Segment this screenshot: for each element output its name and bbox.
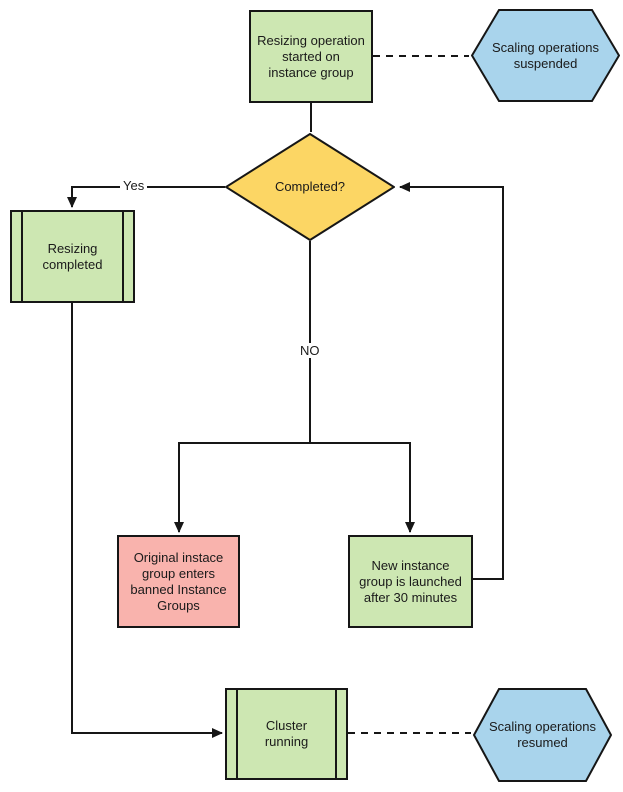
label-line: Scaling operations [492,39,599,55]
node-scaling-suspended-label: Scaling operations suspended [492,40,599,72]
label-line: suspended [513,55,578,71]
label-line: Completed? [274,179,346,194]
node-new-instance-group: New instance group is launched after 30 … [348,535,473,628]
node-completed-decision: Completed? [225,133,395,241]
label-line: Original instace [133,549,224,565]
predefined-bar-right [335,690,337,778]
label-line: group enters [141,565,215,581]
diamond-shape [225,133,395,241]
node-cluster-running-label: Cluster running [265,718,308,750]
edge-label-yes: Yes [120,178,148,193]
node-resizing-completed-label: Resizing completed [43,241,103,273]
edge-no-to-new-instance [310,442,415,533]
node-resizing-started-label: Resizing operation started on instance g… [257,33,365,81]
predefined-bar-right [122,212,124,301]
edge-new-instance-loop-to-completed [399,182,504,580]
node-banned-instance-groups: Original instace group enters banned Ins… [117,535,240,628]
edge-no-to-banned [174,442,310,533]
label-line: completed [42,256,103,272]
label-line: New instance [371,557,450,573]
edge-yes-to-resizing-completed [67,186,225,208]
label-line: running [264,734,309,749]
hexagon-shape [471,9,620,102]
node-cluster-running: Cluster running [225,688,348,780]
label-line: after 30 minutes [363,589,458,605]
predefined-bar-left [21,212,23,301]
node-scaling-resumed-label: Scaling operations resumed [489,719,596,751]
label-line: instance group [268,64,354,80]
hexagon-shape [473,688,612,782]
node-resizing-started: Resizing operation started on instance g… [249,10,373,103]
label-line: Cluster [265,718,308,733]
label-line: banned Instance [130,581,227,597]
predefined-bar-left [236,690,238,778]
label-line: resumed [517,735,568,750]
label-line: Resizing [47,240,98,256]
label-line: Scaling operations [489,719,596,734]
node-scaling-resumed: Scaling operations resumed [473,688,612,782]
edge-label-no: NO [297,343,323,358]
label-line: started on [282,48,340,64]
label-line: group is launched [359,573,462,589]
label-line: Resizing operation [257,32,365,48]
node-completed-decision-label: Completed? [275,179,345,195]
node-scaling-suspended: Scaling operations suspended [471,9,620,102]
node-new-instance-group-label: New instance group is launched after 30 … [359,558,462,606]
edge-resizing-completed-to-cluster [71,303,223,738]
node-banned-instance-groups-label: Original instace group enters banned Ins… [130,550,226,614]
label-line: Groups [157,597,200,613]
node-resizing-completed: Resizing completed [10,210,135,303]
